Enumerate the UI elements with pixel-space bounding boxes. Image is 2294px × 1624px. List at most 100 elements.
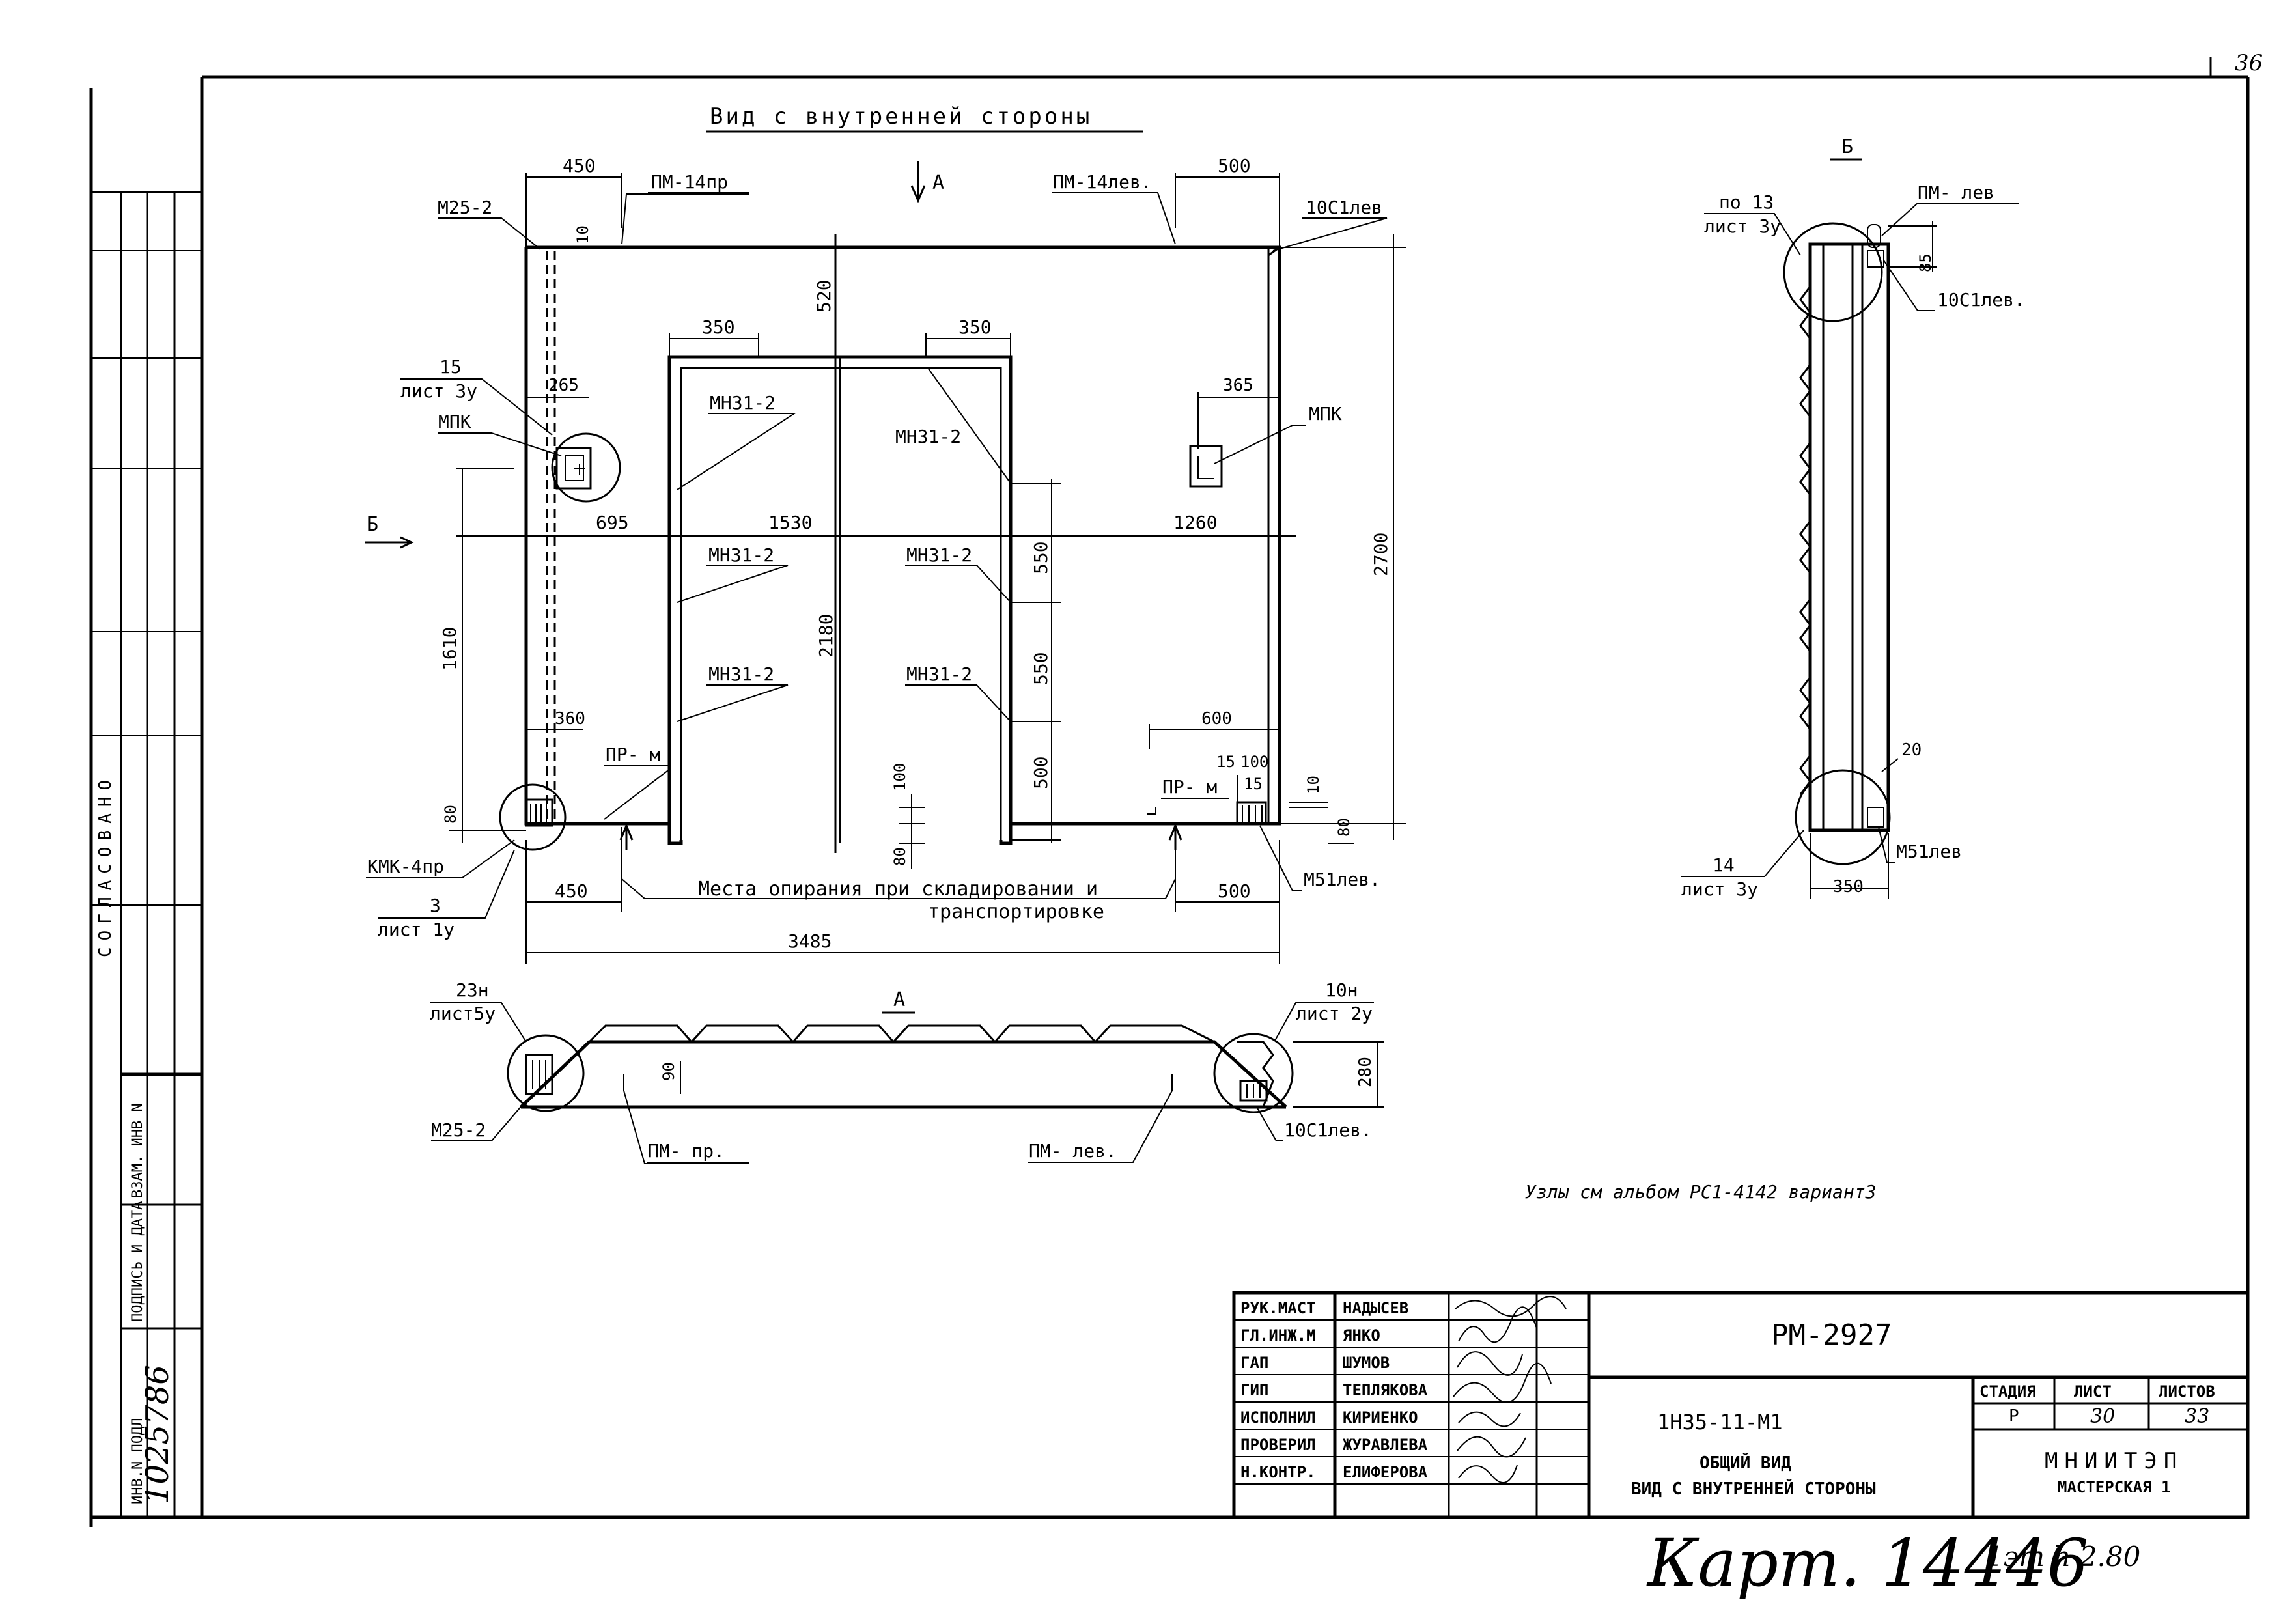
doc-series: 1Н35-11-М1	[1657, 1410, 1783, 1435]
label-pm-pr: ПМ- пр.	[648, 1140, 725, 1162]
dim-90: 90	[660, 1062, 678, 1081]
dim-500-top: 500	[1218, 155, 1251, 176]
role-1: ГЛ.ИНЖ.М	[1240, 1326, 1316, 1345]
label-3: 3	[430, 895, 441, 916]
label-a-10c1: 10С1лев.	[1284, 1119, 1372, 1141]
sheet-label: ЛИСТ	[2074, 1382, 2112, 1401]
name-0: НАДЫСЕВ	[1343, 1299, 1408, 1317]
label-pm-lev: ПМ- лев.	[1029, 1140, 1117, 1162]
label-10c1lev: 10С1лев	[1306, 197, 1382, 218]
signature-date-label: ПОДПИСЬ И ДАТА	[130, 1201, 146, 1322]
label-a-m25-2: М25-2	[431, 1119, 486, 1141]
dim-520: 520	[813, 279, 835, 313]
name-5: ЖУРАВЛЕВА	[1343, 1436, 1428, 1454]
doc-code: РМ-2927	[1771, 1319, 1892, 1352]
dim-600: 600	[1201, 709, 1232, 729]
label-b-m51lev: М51лев	[1896, 841, 1962, 862]
dim-20: 20	[1901, 740, 1922, 760]
dim-350-b: 350	[958, 316, 992, 338]
workshop: МАСТЕРСКАЯ 1	[2058, 1478, 2170, 1496]
role-5: ПРОВЕРИЛ	[1240, 1436, 1316, 1454]
main-view-title: Вид с внутренней стороны	[710, 104, 1092, 130]
role-4: ИСПОЛНИЛ	[1240, 1408, 1316, 1427]
label-m25-2: М25-2	[438, 197, 492, 218]
dim-1260: 1260	[1173, 512, 1217, 533]
label-23n: 23н	[456, 979, 489, 1001]
title-block: РУК.МАСТ НАДЫСЕВ ГЛ.ИНЖ.М ЯНКО ГАП ШУМОВ…	[1232, 1291, 2250, 1519]
dim-360: 360	[555, 709, 585, 729]
role-0: РУК.МАСТ	[1240, 1299, 1316, 1317]
doc-name-2: ВИД С ВНУТРЕННЕЙ СТОРОНЫ	[1631, 1478, 1876, 1499]
label-pr-m-right: ПР- м	[1162, 776, 1217, 798]
dim-1530: 1530	[768, 512, 812, 533]
dim-280: 280	[1356, 1057, 1375, 1087]
label-po13: по 13	[1719, 191, 1774, 213]
dim-450-bot: 450	[555, 880, 588, 902]
org-name: МНИИТЭП	[2045, 1448, 2183, 1474]
inv-podl-label: ИНВ.N ПОДЛ	[130, 1418, 146, 1504]
dim-15b: 15	[1244, 775, 1263, 793]
sheet-value: 30	[2090, 1405, 2115, 1428]
role-6: Н.КОНТР.	[1240, 1463, 1316, 1481]
support-note-1: Места опирания при складировании и	[698, 878, 1098, 901]
dim-2180: 2180	[815, 614, 837, 658]
page-number: 36	[2235, 50, 2263, 76]
dim-15: 15	[1216, 753, 1235, 771]
dim-450-top: 450	[563, 155, 596, 176]
label-pr-m-left: ПР- м	[606, 744, 660, 765]
dim-500-v: 500	[1030, 756, 1052, 789]
name-3: ТЕПЛЯКОВА	[1343, 1381, 1428, 1399]
role-3: ГИП	[1240, 1381, 1268, 1399]
label-mpk-left: МПК	[438, 411, 471, 432]
section-b: Б по 13 лист 3у ПМ- лев 10С1лев. 85 20 1…	[1681, 135, 2025, 900]
dim-1610: 1610	[439, 627, 460, 671]
dim-3485: 3485	[788, 931, 832, 952]
nodes-note: Узлы см альбом РС1-4142 вариант3	[1525, 1181, 1876, 1203]
dim-350-a: 350	[702, 316, 735, 338]
label-list1u: лист 1у	[378, 919, 455, 940]
dim-80-left: 80	[441, 805, 460, 824]
dim-265: 265	[548, 376, 579, 395]
label-b-list3u-top: лист 3у	[1704, 216, 1781, 237]
card-number: Карт. 14446	[1646, 1525, 2089, 1601]
label-list2u: лист 2у	[1296, 1003, 1373, 1024]
section-a-title: A	[893, 988, 905, 1011]
doc-name-1: ОБЩИЙ ВИД	[1700, 1452, 1791, 1473]
stage-label: СТАДИЯ	[1979, 1382, 2036, 1401]
section-a: A 90 280 23н лист5у 10н лист 2у М25-2	[430, 979, 1384, 1164]
dim-550-b: 550	[1030, 652, 1052, 685]
dim-100-mid: 100	[891, 763, 909, 791]
sheets-value: 33	[2185, 1405, 2209, 1428]
agreed-label: СОГЛАСОВАНО	[96, 774, 115, 957]
dim-365: 365	[1223, 376, 1253, 395]
support-note-2: транспортировке	[928, 901, 1104, 923]
main-view: Вид с внутренней стороны 695 1530 1260 A…	[365, 104, 1406, 964]
label-10n: 10н	[1325, 979, 1358, 1001]
dim-500-bot: 500	[1218, 880, 1251, 902]
arrow-b-label: Б	[367, 513, 378, 536]
sheets-label: ЛИСТОВ	[2159, 1382, 2215, 1401]
dim-80-r: 80	[1335, 818, 1353, 837]
label-pm14lev: ПМ-14лев.	[1053, 171, 1152, 193]
dim-85: 85	[1916, 253, 1935, 272]
label-mpk-right: МПК	[1309, 403, 1342, 425]
label-mn31-d: МН31-2	[906, 544, 972, 566]
dim-10-top: 10	[574, 225, 592, 244]
dim-80-mid: 80	[891, 847, 909, 866]
label-pm14pr: ПМ-14пр	[651, 171, 728, 193]
inv-number: 1025786	[139, 1365, 176, 1504]
name-4: КИРИЕНКО	[1343, 1408, 1418, 1427]
side-stamp: СОГЛАСОВАНО ИНВ.N ПОДЛ ПОДПИСЬ И ДАТА ВЗ…	[91, 191, 202, 1517]
signatures	[1453, 1296, 1567, 1483]
label-m51lev: М51лев.	[1304, 869, 1380, 890]
label-mn31-f: МН31-2	[906, 664, 972, 685]
section-b-title: Б	[1841, 135, 1853, 158]
label-mn31-e: МН31-2	[708, 664, 774, 685]
handwritten-footer: Карт. 14446 1эт h 2.80	[1646, 1525, 2140, 1601]
label-list3u: лист 3у	[400, 380, 477, 402]
name-2: ШУМОВ	[1343, 1354, 1390, 1372]
label-mn31-a: МН31-2	[710, 392, 776, 413]
arrow-a-label: A	[932, 171, 944, 194]
label-14: 14	[1713, 854, 1735, 876]
